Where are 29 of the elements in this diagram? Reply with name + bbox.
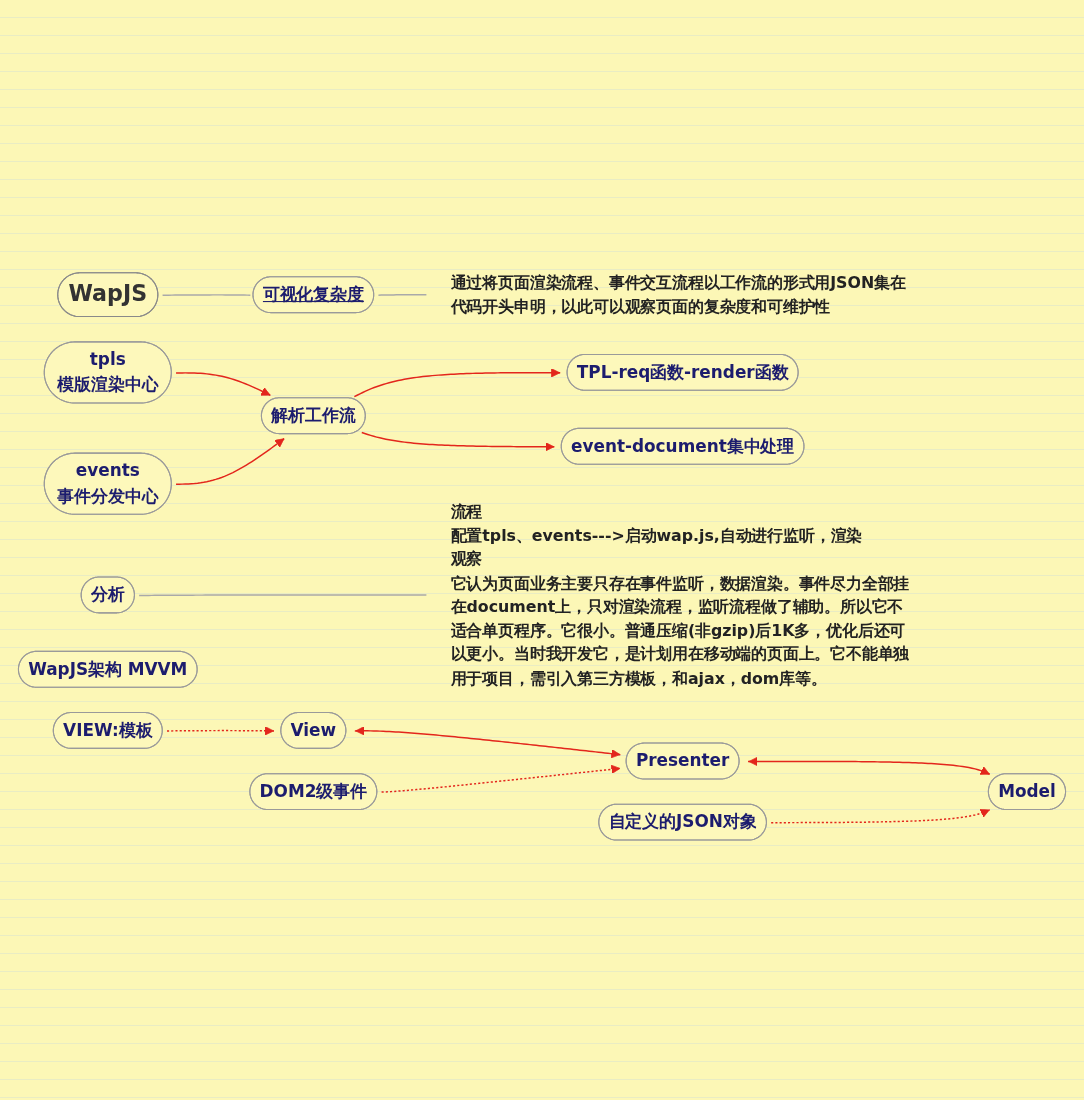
arrow: [175, 437, 285, 485]
topic-oval: WapJS: [57, 272, 159, 317]
arrow: [175, 371, 272, 396]
connector-line: [377, 293, 428, 296]
topic-oval: 自定义的JSON对象: [598, 803, 767, 841]
arrow: [361, 431, 556, 452]
connector-line: [138, 593, 428, 596]
connector-line: [161, 293, 252, 296]
topic-oval: TPL-req函数-render函数: [566, 353, 799, 391]
topic-oval: events 事件分发中心: [43, 452, 172, 515]
arrow: [353, 367, 561, 398]
topic-oval: View: [280, 711, 347, 749]
topic-oval: tpls 模版渲染中心: [43, 341, 172, 404]
topic-oval: 分析: [80, 576, 135, 614]
arrow: [166, 725, 275, 736]
topic-oval: VIEW:模板: [52, 711, 163, 749]
topic-oval: event-document集中处理: [560, 427, 805, 465]
arrow: [747, 756, 991, 775]
note-text: 流程 配置tpls、events--->启动wap.js,自动进行监听，渲染 观察 它认为页面业务主要只存在事件监听，数据渲染。事件尽力全部挂在document上，只对渲染流程，监听流程做了辅助。所以它不适合单页程序。它很小。普通压缩(非gzip)后1K多，优化后还可以更小。当时我开发它，是计划用在移动端的页面上。它不能单独用于项目，需引入第三方模板，和ajax，dom库等。: [450, 501, 910, 687]
topic-oval: WapJS架构 MVVM: [17, 650, 198, 688]
topic-oval: Presenter: [625, 742, 740, 780]
topic-oval: DOM2级事件: [249, 772, 378, 810]
arrow: [380, 764, 622, 793]
note-text: 通过将页面渲染流程、事件交互流程以工作流的形式用JSON集在代码开头申明，以此可以观察页面的复杂度和可维护性: [450, 272, 906, 316]
topic-oval: Model: [987, 772, 1067, 810]
arrow: [770, 808, 991, 824]
topic-oval: 可视化复杂度: [252, 276, 375, 313]
arrow: [354, 725, 622, 758]
topic-oval: 解析工作流: [260, 397, 366, 434]
